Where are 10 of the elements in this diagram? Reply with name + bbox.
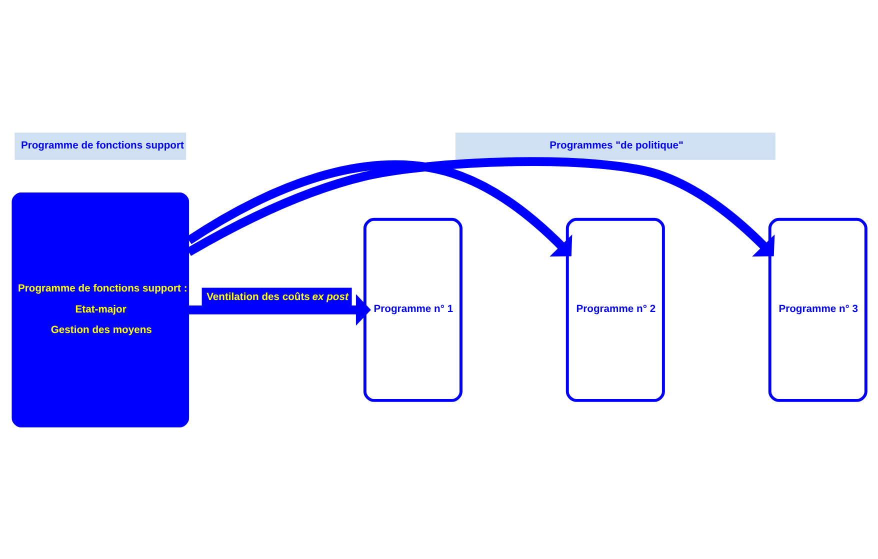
node-box: Programme n° 1 (363, 217, 462, 402)
node-box: Programme de fonctions support (14, 132, 186, 160)
arrow (188, 294, 371, 326)
edge-label: Ventilation des coûts ex post (206, 292, 348, 303)
arrow (186, 156, 775, 256)
node-box: Programme n° 2 (566, 217, 665, 402)
node-box: Programme de fonctions support : Etat-major Gestion des moyens (12, 192, 190, 427)
arrow (186, 160, 572, 256)
node-box: Programme n° 3 (768, 217, 868, 402)
node-box: Programmes "de politique" (455, 132, 776, 160)
